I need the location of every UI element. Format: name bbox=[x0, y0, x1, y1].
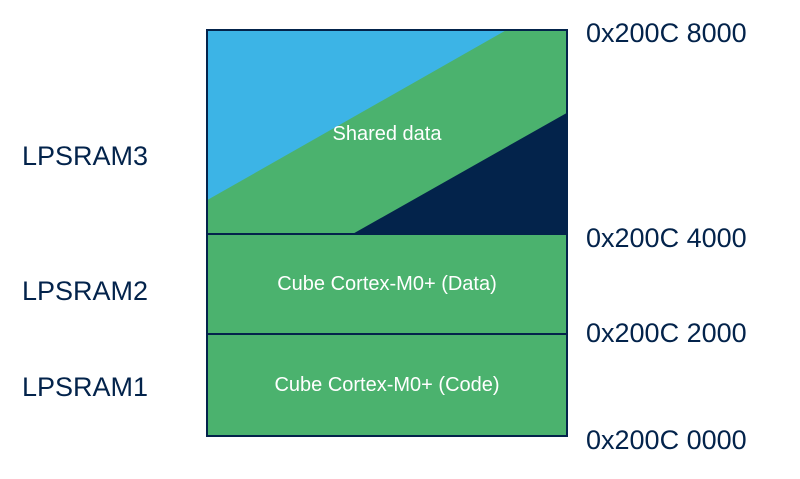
lpsram1-block-text: Cube Cortex-M0+ (Code) bbox=[274, 373, 500, 396]
address-lpsram1-start: 0x200C 0000 bbox=[586, 425, 747, 455]
lpsram2-block: Cube Cortex-M0+ (Data) bbox=[206, 233, 568, 335]
shared-data-block: Shared data bbox=[206, 29, 568, 235]
lpsram3-label: LPSRAM3 bbox=[22, 141, 149, 171]
lpsram1-label: LPSRAM1 bbox=[22, 372, 149, 402]
lpsram1-block: Cube Cortex-M0+ (Code) bbox=[206, 333, 568, 437]
address-lpsram3-start: 0x200C 4000 bbox=[586, 223, 747, 253]
navy-band bbox=[354, 113, 566, 233]
address-top: 0x200C 8000 bbox=[586, 18, 747, 48]
shared-data-background bbox=[208, 31, 566, 233]
address-lpsram2-start: 0x200C 2000 bbox=[586, 318, 747, 348]
shared-data-text: Shared data bbox=[332, 123, 442, 145]
lpsram2-block-text: Cube Cortex-M0+ (Data) bbox=[277, 272, 497, 295]
lpsram2-label: LPSRAM2 bbox=[22, 276, 149, 306]
